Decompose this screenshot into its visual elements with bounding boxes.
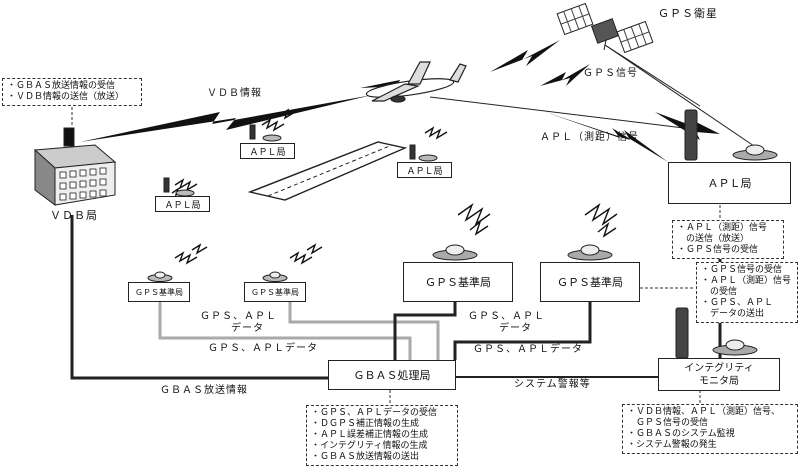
apl-station-note: ・ＡＰＬ（測距）信号 の送信（放送） ・ＧＰＳ信号の受信 <box>672 220 784 259</box>
vdb-station-note: ・ＧＢＡＳ放送情報の受信 ・ＶＤＢ情報の送信（放送） <box>2 78 142 106</box>
integrity-monitor-station: インテグリティ モニタ局 <box>658 358 780 391</box>
link-label-line: ＧＰＳ、ＡＰＬ <box>468 311 545 322</box>
note-line: ・ＧＰＳ、ＡＰＬ <box>701 298 774 308</box>
vdb-building-icon <box>33 127 117 206</box>
runway <box>247 141 408 201</box>
gps-ref-small-label: ＧＰＳ基準局 <box>251 287 299 297</box>
note-line: の受信 <box>701 287 738 297</box>
apl-station-small-2: ＡＰＬ局 <box>240 143 295 159</box>
link-label-gps-apl-data-1: ＧＰＳ、ＡＰＬ データ <box>200 311 277 335</box>
gps-ref-note: ・ＧＰＳ信号の受信 ・ＡＰＬ（測距）信号 の受信 ・ＧＰＳ、ＡＰＬ データの送出 <box>696 262 798 323</box>
vdb-bolt <box>80 95 372 142</box>
link-gps-small-1-to-gbas <box>158 300 412 360</box>
note-line: ・ＶＤＢ情報、ＡＰＬ（測距）信号、 <box>627 407 781 417</box>
link-label-gps-apl-data-3: ＧＰＳ、ＡＰＬ データ <box>468 311 545 335</box>
note-line: ・インテグリティ情報の生成 <box>311 441 428 451</box>
link-gps-large-2-to-gbas <box>453 300 592 360</box>
apl-station-large-label: ＡＰＬ局 <box>707 177 752 190</box>
link-gps-small-2-to-gbas <box>288 300 440 360</box>
note-line: ・ＶＤＢ情報の送信（放送） <box>7 92 125 102</box>
note-line: ・ＧＰＳ信号の受信 <box>677 245 759 255</box>
link-label-gbas-broadcast: ＧＢＡＳ放送情報 <box>160 385 248 396</box>
gbas-processor-label: ＧＢＡＳ処理局 <box>353 369 431 382</box>
link-label-line: データ <box>499 323 532 334</box>
integrity-monitor-label-line: モニタ局 <box>699 375 739 387</box>
note-line: ・ＧＢＡＳのシステム監視 <box>627 429 735 439</box>
gps-satellite-label: ＧＰＳ衛星 <box>658 7 718 20</box>
note-line: ＧＰＳ信号の受信 <box>627 418 709 428</box>
note-line: ・ＤＧＰＳ補正情報の生成 <box>311 419 420 429</box>
note-connectors <box>71 102 721 405</box>
apl-station-small-label: ＡＰＬ局 <box>164 200 201 211</box>
note-line: ・ＧＰＳ信号の受信 <box>701 265 783 275</box>
gps-ref-station-large-1: ＧＰＳ基準局 <box>403 262 513 302</box>
note-line: ・ＧＰＳ、ＡＰＬデータの受信 <box>311 408 438 418</box>
vdb-info-label: ＶＤＢ情報 <box>207 88 262 99</box>
gps-ref-large-label: ＧＰＳ基準局 <box>557 276 623 289</box>
note-line: データの送出 <box>701 309 765 319</box>
link-label-line: ＧＰＳ、ＡＰＬ <box>200 311 277 322</box>
note-line: ・システム警報の発生 <box>627 440 717 450</box>
gps-signal-bolt-1 <box>490 40 560 72</box>
network-links <box>70 215 722 380</box>
satellite-rays <box>429 44 755 147</box>
apl-station-small-label: ＡＰＬ局 <box>249 147 286 158</box>
gps-ref-station-large-2: ＧＰＳ基準局 <box>540 262 640 302</box>
gbas-processor-note: ・ＧＰＳ、ＡＰＬデータの受信 ・ＤＧＰＳ補正情報の生成 ・ＡＰＬ誤差補正情報の生… <box>306 405 458 466</box>
apl-station-small-1: ＡＰＬ局 <box>155 196 210 212</box>
gps-satellite-icon <box>556 2 654 54</box>
gps-signal-bolt-2 <box>540 64 590 86</box>
apl-station-small-label: ＡＰＬ局 <box>406 166 443 177</box>
note-line: ・ＡＰＬ（測距）信号 <box>677 223 768 233</box>
link-label-line: データ <box>231 323 264 334</box>
apl-signal-label: ＡＰＬ（測距）信号 <box>540 132 639 143</box>
integrity-monitor-note: ・ＶＤＢ情報、ＡＰＬ（測距）信号、 ＧＰＳ信号の受信 ・ＧＢＡＳのシステム監視 … <box>622 404 798 454</box>
vdb-station-label: ＶＤＢ局 <box>50 209 98 222</box>
gps-ref-station-small-1: ＧＰＳ基準局 <box>128 282 190 302</box>
gbas-processor-station: ＧＢＡＳ処理局 <box>328 360 456 390</box>
link-label-gps-apl-data-2: ＧＰＳ、ＡＰＬデータ <box>208 343 318 354</box>
integrity-monitor-label-line: インテグリティ <box>684 362 754 374</box>
gps-ref-small-label: ＧＰＳ基準局 <box>135 287 183 297</box>
small-station-icons <box>147 109 778 359</box>
note-line: ・ＧＢＡＳ放送情報の送出 <box>311 452 420 462</box>
link-gbas-to-vdb <box>70 215 330 380</box>
note-line: ・ＧＢＡＳ放送情報の受信 <box>7 81 116 91</box>
apl-signal-bolt-2 <box>360 78 440 94</box>
link-label-system-alarm: システム警報等 <box>514 379 591 390</box>
airplane-icon <box>365 61 467 103</box>
gps-signal-label: ＧＰＳ信号 <box>583 68 638 79</box>
note-line: の送信（放送） <box>677 234 750 244</box>
note-line: ・ＡＰＬ（測距）信号 <box>701 276 792 286</box>
gps-ref-station-small-2: ＧＰＳ基準局 <box>244 282 306 302</box>
gps-ref-large-label: ＧＰＳ基準局 <box>425 276 491 289</box>
link-label-gps-apl-data-4: ＧＰＳ、ＡＰＬデータ <box>473 344 583 355</box>
apl-station-large: ＡＰＬ局 <box>668 162 791 204</box>
note-line: ・ＡＰＬ誤差補正情報の生成 <box>311 430 429 440</box>
apl-station-small-3: ＡＰＬ局 <box>397 162 452 178</box>
link-gps-large-1-to-gbas <box>393 300 457 360</box>
